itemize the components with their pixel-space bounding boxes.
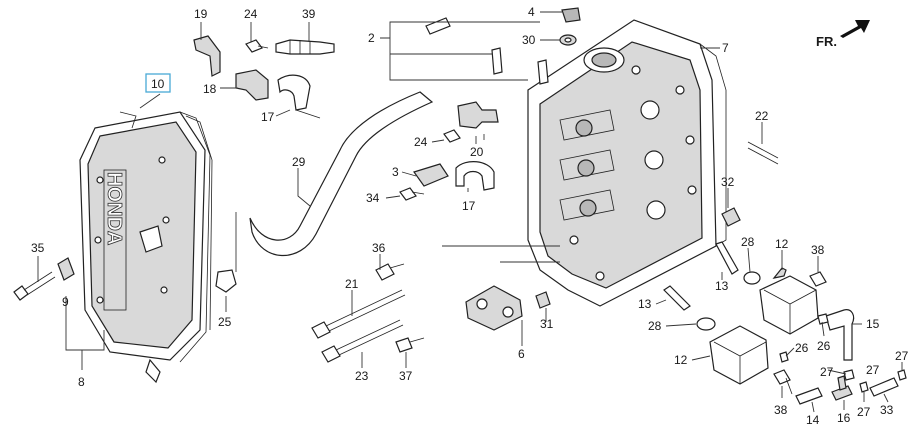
callout-21: 21 bbox=[345, 277, 359, 291]
callout-26-left: 26 bbox=[795, 341, 809, 355]
spark-plug-39[interactable] bbox=[275, 39, 335, 55]
fuel-tube-15[interactable] bbox=[825, 309, 855, 361]
callout-24: 24 bbox=[244, 7, 258, 21]
head-cover-assembly[interactable]: HONDA bbox=[79, 111, 213, 384]
bolt-36[interactable] bbox=[375, 263, 405, 281]
cylinder-head-7[interactable] bbox=[527, 19, 727, 307]
clip-26-upper[interactable] bbox=[817, 313, 829, 325]
callout-25: 25 bbox=[218, 315, 232, 329]
callout-27-right: 27 bbox=[895, 349, 909, 363]
callout-17-mid: 17 bbox=[462, 199, 476, 213]
callout-15: 15 bbox=[866, 317, 880, 331]
callout-8: 8 bbox=[78, 375, 85, 389]
callout-4: 4 bbox=[528, 5, 535, 19]
bracket-18[interactable] bbox=[235, 69, 269, 101]
bracket-19[interactable] bbox=[193, 35, 221, 77]
washer-30[interactable] bbox=[559, 34, 577, 46]
bolt-38-upper[interactable] bbox=[809, 271, 827, 287]
leader-lines bbox=[37, 11, 903, 413]
callout-22: 22 bbox=[755, 109, 769, 123]
callout-18: 18 bbox=[203, 82, 217, 96]
callout-34: 34 bbox=[366, 191, 380, 205]
callout-27-mid: 27 bbox=[866, 363, 880, 377]
callout-38-lower: 38 bbox=[774, 403, 788, 417]
callout-12-lower: 12 bbox=[674, 353, 688, 367]
o-ring-28-upper[interactable] bbox=[743, 271, 761, 285]
front-direction-label: FR. bbox=[816, 34, 837, 49]
bolt-38-lower[interactable] bbox=[773, 369, 793, 395]
bolt-24-top[interactable] bbox=[245, 39, 269, 53]
bolt-23[interactable] bbox=[321, 319, 404, 363]
callout-28-lower: 28 bbox=[648, 319, 662, 333]
clamp-17-top[interactable] bbox=[277, 74, 321, 119]
stud-22[interactable] bbox=[747, 141, 779, 165]
callout-13-upper: 13 bbox=[715, 279, 729, 293]
pin-32[interactable] bbox=[721, 207, 741, 227]
fuel-pump-12-upper[interactable] bbox=[759, 267, 819, 335]
callout-23: 23 bbox=[355, 369, 369, 383]
bolt-21[interactable] bbox=[311, 289, 406, 339]
callout-6: 6 bbox=[518, 347, 525, 361]
callout-16: 16 bbox=[837, 411, 851, 425]
collar-9[interactable] bbox=[57, 257, 75, 281]
callout-38-upper: 38 bbox=[811, 243, 825, 257]
callout-7: 7 bbox=[722, 41, 729, 55]
clip-26-lower[interactable] bbox=[779, 351, 789, 363]
callout-numbers: 19 24 39 18 17 10 35 9 8 25 29 2 4 30 7 … bbox=[31, 5, 909, 427]
callout-28-upper: 28 bbox=[741, 235, 755, 249]
bolt-34[interactable] bbox=[399, 187, 425, 201]
bolt-37[interactable] bbox=[395, 337, 425, 353]
honda-brand-mark: HONDA bbox=[103, 172, 125, 245]
breather-hose-29[interactable] bbox=[249, 91, 434, 257]
tube-13-lower[interactable] bbox=[663, 285, 691, 311]
bolt-24-mid[interactable] bbox=[443, 129, 461, 143]
callout-36: 36 bbox=[372, 241, 386, 255]
clip-25[interactable] bbox=[215, 212, 237, 293]
callout-19: 19 bbox=[194, 7, 208, 21]
callout-2: 2 bbox=[368, 31, 375, 45]
front-direction-indicator: FR. bbox=[816, 20, 870, 49]
clips-27[interactable] bbox=[843, 369, 907, 393]
tube-13-upper[interactable] bbox=[715, 241, 739, 275]
callout-29: 29 bbox=[292, 155, 306, 169]
callout-20: 20 bbox=[470, 145, 484, 159]
o-ring-28-lower[interactable] bbox=[696, 317, 716, 331]
callout-37: 37 bbox=[399, 369, 413, 383]
clamp-17-mid[interactable] bbox=[455, 161, 495, 191]
callout-27-left: 27 bbox=[820, 365, 834, 379]
callout-17: 17 bbox=[261, 110, 275, 124]
callout-39: 39 bbox=[302, 7, 316, 21]
callout-14: 14 bbox=[806, 413, 820, 427]
holder-6[interactable] bbox=[465, 285, 523, 331]
callout-24-mid: 24 bbox=[414, 135, 428, 149]
collar-31[interactable] bbox=[535, 291, 551, 309]
callout-9: 9 bbox=[62, 295, 69, 309]
callout-30: 30 bbox=[522, 33, 536, 47]
fuel-pump-12-lower[interactable] bbox=[709, 325, 769, 385]
callout-13-lower: 13 bbox=[638, 297, 652, 311]
callout-12-upper: 12 bbox=[775, 237, 789, 251]
callout-10[interactable]: 10 bbox=[151, 77, 165, 91]
bolt-35[interactable] bbox=[13, 271, 56, 301]
callout-31: 31 bbox=[540, 317, 554, 331]
sensor-20[interactable] bbox=[457, 101, 499, 140]
callout-26-right: 26 bbox=[817, 339, 831, 353]
plate-3[interactable] bbox=[413, 163, 449, 187]
t-joint-16[interactable] bbox=[831, 375, 853, 401]
tube-33[interactable] bbox=[869, 377, 899, 397]
callout-35: 35 bbox=[31, 241, 45, 255]
callout-33: 33 bbox=[880, 403, 894, 417]
highlight-box-10 bbox=[145, 73, 171, 93]
callout-32: 32 bbox=[721, 175, 735, 189]
tube-14[interactable] bbox=[795, 387, 823, 405]
callout-3: 3 bbox=[392, 165, 399, 179]
dowel-pins-2[interactable] bbox=[425, 17, 549, 85]
cap-4[interactable] bbox=[561, 7, 581, 23]
callout-27-bottom: 27 bbox=[857, 405, 871, 419]
front-arrow-icon bbox=[840, 20, 870, 38]
